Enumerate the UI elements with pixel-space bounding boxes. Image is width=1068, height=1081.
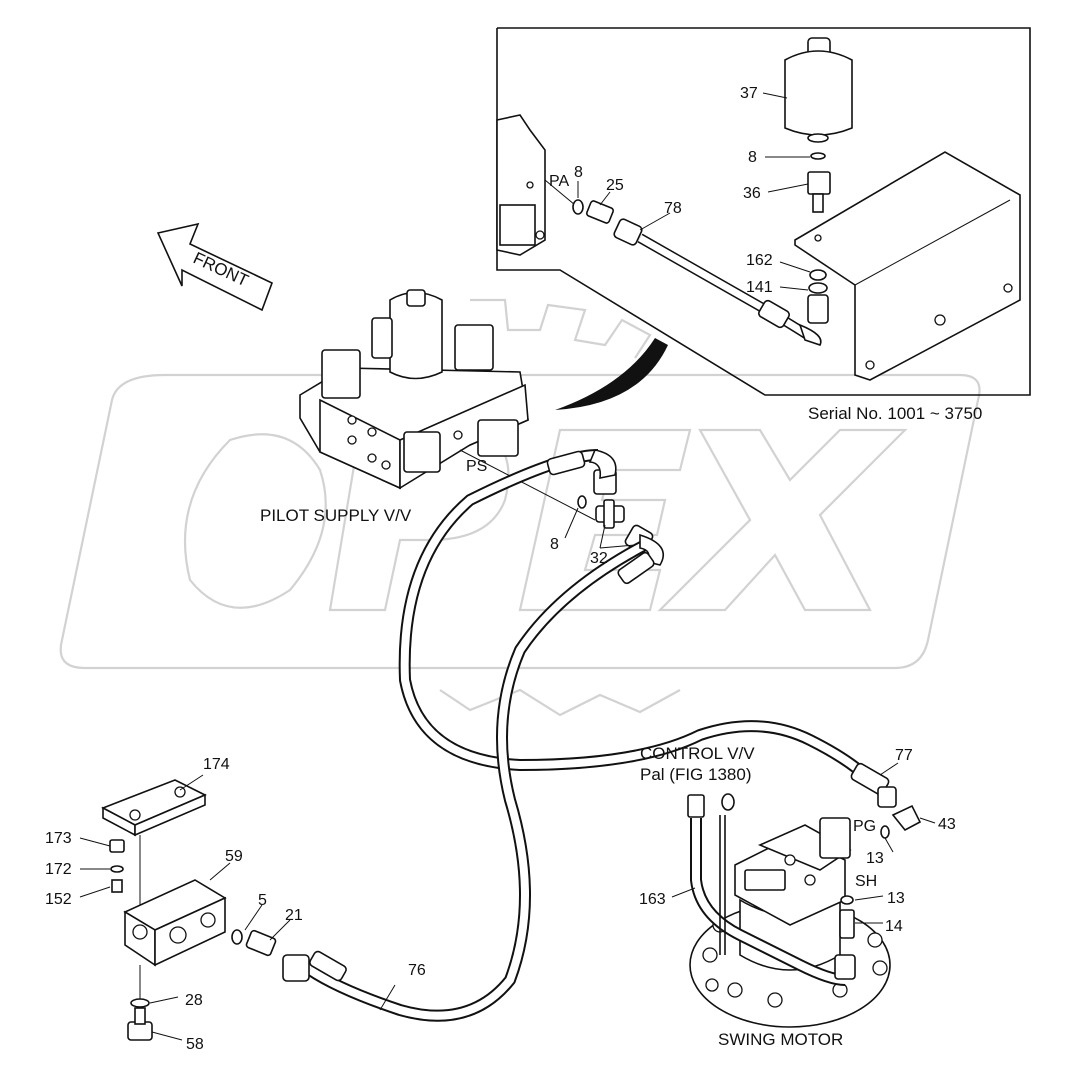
part-36: 36 [743,185,761,202]
inset-bracket [794,151,1021,381]
detail-arrow [555,338,668,410]
inset-valve-fragment [496,114,576,256]
part-5: 5 [258,892,267,909]
control-valve-ref: Pal (FIG 1380) [640,765,752,784]
control-valve-label: CONTROL V/V [640,744,755,763]
port-pg: PG [853,818,876,835]
port-ps: PS [466,458,487,475]
part-43: 43 [938,816,956,833]
part-59: 59 [225,848,243,865]
inset-caption: Serial No. 1001 ~ 3750 [808,404,982,423]
hose-163 [687,793,856,986]
part-14: 14 [885,918,903,935]
block-59-assembly [101,779,277,1041]
part-8-pa: 8 [574,164,583,181]
swing-motor [689,804,922,1028]
part-172: 172 [45,861,72,878]
part-25: 25 [606,177,624,194]
accumulator-37 [784,37,853,213]
part-13-sh: 13 [887,890,905,907]
part-37: 37 [740,85,758,102]
part-13-pg: 13 [866,850,884,867]
part-141: 141 [746,279,773,296]
part-58: 58 [186,1036,204,1053]
part-76: 76 [408,962,426,979]
port-sh: SH [855,873,877,890]
inset-frame [496,27,1031,396]
part-174: 174 [203,756,230,773]
part-162: 162 [746,252,773,269]
part-152: 152 [45,891,72,908]
pilot-supply-label: PILOT SUPPLY V/V [260,506,412,525]
port-pa: PA [549,173,569,190]
part-163: 163 [639,891,666,908]
part-78: 78 [664,200,682,217]
pilot-supply-valve [299,289,529,490]
leader-lines [79,92,936,1041]
swing-motor-label: SWING MOTOR [718,1030,843,1049]
hose-76 [282,533,665,1022]
front-arrow: FRONT [156,222,274,312]
part-173: 173 [45,830,72,847]
inset-hose-78 [572,199,829,346]
part-28: 28 [185,992,203,1009]
part-21: 21 [285,907,303,924]
part-8-inset: 8 [748,149,757,166]
part-8-ps: 8 [550,536,559,553]
hose-77 [398,449,897,808]
watermark-logo [59,298,981,717]
part-32: 32 [590,550,608,567]
part-77: 77 [895,747,913,764]
